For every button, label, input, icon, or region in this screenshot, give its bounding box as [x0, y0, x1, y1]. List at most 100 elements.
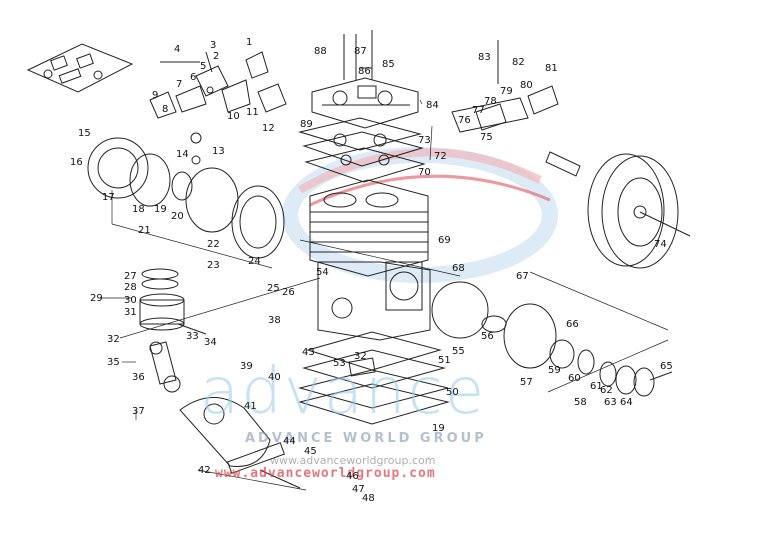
part-label-19: 19 — [154, 204, 167, 215]
part-label-21: 21 — [138, 225, 151, 236]
oil-pan — [298, 331, 450, 425]
part-label-51: 51 — [438, 355, 451, 366]
part-label-32: 32 — [107, 334, 120, 345]
part-label-9: 9 — [152, 90, 159, 101]
part-label-32b: 32 — [354, 351, 367, 362]
part-label-69: 69 — [438, 235, 451, 246]
part-label-45: 45 — [304, 446, 317, 457]
part-label-61: 61 — [590, 381, 603, 392]
part-label-78: 78 — [484, 96, 497, 107]
part-label-19b: 19 — [432, 423, 445, 434]
part-label-87: 87 — [354, 46, 367, 57]
part-label-72: 72 — [434, 151, 447, 162]
part-label-58: 58 — [574, 397, 587, 408]
part-label-35: 35 — [107, 357, 120, 368]
watermark-url-red: www.advanceworldgroup.com — [215, 466, 436, 481]
part-label-13: 13 — [212, 146, 225, 157]
part-label-20: 20 — [171, 211, 184, 222]
part-label-3: 3 — [210, 40, 217, 51]
watermark-group: ADVANCE WORLD GROUP — [245, 431, 487, 446]
part-label-8: 8 — [162, 104, 169, 115]
valve-plate — [298, 117, 426, 183]
part-label-50: 50 — [446, 387, 459, 398]
part-label-57: 57 — [520, 377, 533, 388]
watermark-url-plain: www.advanceworldgroup.com — [270, 454, 436, 467]
part-label-24: 24 — [248, 256, 261, 267]
part-label-86: 86 — [358, 66, 371, 77]
part-label-33: 33 — [186, 331, 199, 342]
part-label-44: 44 — [283, 436, 296, 447]
part-label-39: 39 — [240, 361, 253, 372]
part-label-22: 22 — [207, 239, 220, 250]
part-label-29: 29 — [90, 293, 103, 304]
part-label-63: 63 — [604, 397, 617, 408]
part-label-76: 76 — [458, 115, 471, 126]
part-label-82: 82 — [512, 57, 525, 68]
part-label-7: 7 — [176, 79, 183, 90]
part-label-17: 17 — [102, 192, 115, 203]
part-label-6: 6 — [190, 72, 197, 83]
part-label-46: 46 — [346, 471, 359, 482]
part-label-59: 59 — [548, 365, 561, 376]
cylinder-head — [311, 30, 419, 129]
part-label-12: 12 — [262, 123, 275, 134]
bearing-housing — [431, 281, 673, 397]
part-label-73: 73 — [418, 135, 431, 146]
part-label-16: 16 — [70, 157, 83, 168]
part-label-85: 85 — [382, 59, 395, 70]
part-label-47: 47 — [352, 484, 365, 495]
part-label-75: 75 — [480, 132, 493, 143]
part-label-38: 38 — [268, 315, 281, 326]
part-label-74: 74 — [654, 239, 667, 250]
part-label-34: 34 — [204, 337, 217, 348]
part-label-89: 89 — [300, 119, 313, 130]
part-label-68: 68 — [452, 263, 465, 274]
watermark-brand: advance — [200, 355, 487, 429]
piston-conrod — [139, 268, 207, 393]
part-label-70: 70 — [418, 167, 431, 178]
part-label-26: 26 — [282, 287, 295, 298]
part-label-67: 67 — [516, 271, 529, 282]
part-label-1: 1 — [246, 37, 253, 48]
part-label-53: 53 — [333, 358, 346, 369]
gasket-set — [26, 43, 134, 93]
part-label-18: 18 — [132, 204, 145, 215]
part-label-31: 31 — [124, 307, 137, 318]
part-label-43: 43 — [302, 347, 315, 358]
part-label-81: 81 — [545, 63, 558, 74]
part-label-65: 65 — [660, 361, 673, 372]
part-label-66: 66 — [566, 319, 579, 330]
part-label-60: 60 — [568, 373, 581, 384]
valve-group-right — [451, 40, 559, 133]
part-label-5: 5 — [200, 61, 207, 72]
part-label-79: 79 — [500, 86, 513, 97]
leader-lines — [100, 99, 669, 491]
part-label-62: 62 — [600, 385, 613, 396]
part-label-42: 42 — [198, 465, 211, 476]
part-label-11: 11 — [246, 107, 259, 118]
pulley — [545, 151, 691, 269]
part-label-30: 30 — [124, 295, 137, 306]
part-label-54: 54 — [316, 267, 329, 278]
part-label-10: 10 — [227, 111, 240, 122]
part-label-48: 48 — [362, 493, 375, 504]
part-label-83: 83 — [478, 52, 491, 63]
part-label-64: 64 — [620, 397, 633, 408]
part-label-40: 40 — [268, 372, 281, 383]
part-label-37: 37 — [132, 406, 145, 417]
part-label-28: 28 — [124, 282, 137, 293]
part-label-2: 2 — [213, 51, 220, 62]
part-label-27: 27 — [124, 271, 137, 282]
part-label-41: 41 — [244, 401, 257, 412]
part-label-25: 25 — [267, 283, 280, 294]
part-label-80: 80 — [520, 80, 533, 91]
part-label-15: 15 — [78, 128, 91, 139]
crankshaft — [179, 397, 301, 489]
part-label-77: 77 — [472, 105, 485, 116]
part-label-4: 4 — [174, 44, 181, 55]
part-label-36: 36 — [132, 372, 145, 383]
part-label-88: 88 — [314, 46, 327, 57]
unloader-group — [149, 51, 287, 119]
